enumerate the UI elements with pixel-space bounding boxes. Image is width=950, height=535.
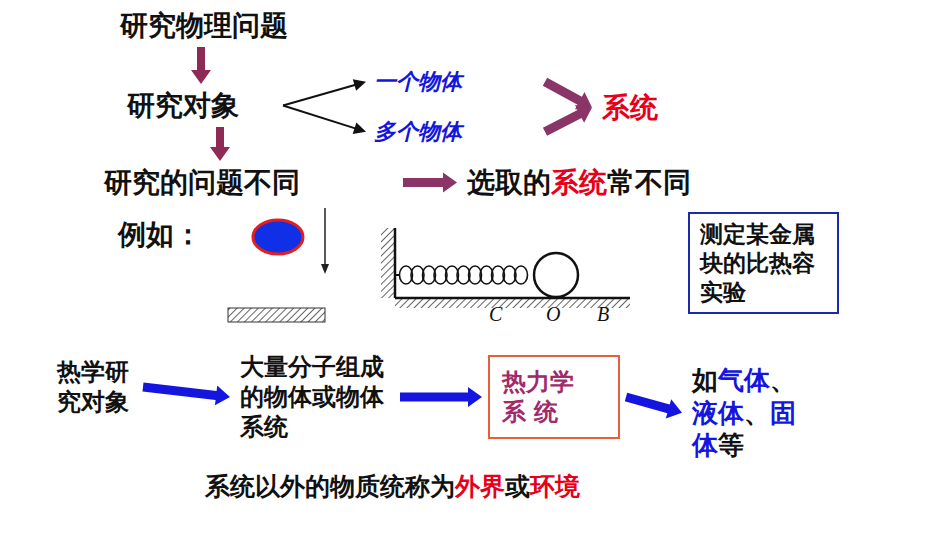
spring-end <box>395 274 400 276</box>
node-text: 研究的问题不同 <box>104 166 300 199</box>
fall-arrowhead <box>321 264 329 274</box>
example-label: 例如： <box>118 216 202 254</box>
text-node: 如气体、液体、固体等 <box>688 362 824 464</box>
node-text: 选取的 <box>467 166 551 199</box>
text-node: 选取的系统常不同 <box>463 163 695 202</box>
text-wrap: 大量分子组成的物体或物体系统 <box>240 352 390 442</box>
text-node: 系统 <box>598 88 662 127</box>
arrow-connector <box>403 173 457 193</box>
arrowhead <box>353 122 366 133</box>
note-text: 外界 <box>455 472 505 501</box>
point-label: C <box>489 303 502 326</box>
wall <box>394 228 397 298</box>
node-text: 热学研究对象 <box>57 358 129 416</box>
oscillator-ball <box>534 253 578 297</box>
text-wrap: 系统 <box>602 90 658 125</box>
text-node: 研究物理问题 <box>116 6 292 45</box>
node-text: 气体 <box>718 365 770 395</box>
text-node: 一个物体 <box>370 66 466 98</box>
node-text: 系统 <box>551 166 607 199</box>
arrow-connector <box>191 47 211 84</box>
arrow-connector <box>210 127 230 161</box>
node-text: 、 <box>770 365 796 395</box>
coil-winding <box>515 266 528 284</box>
arrow-connector <box>143 383 231 406</box>
node-text: 测定某金属块的比热容实验 <box>700 221 815 305</box>
node-text: 一个物体 <box>374 69 462 94</box>
text-wrap: 热学研究对象 <box>57 357 133 417</box>
spring <box>395 266 528 284</box>
arrow-connector <box>283 106 366 134</box>
arrow-connector <box>543 78 592 110</box>
node-text: 等 <box>718 430 744 460</box>
node-text: 、 <box>744 398 770 428</box>
floor <box>395 297 630 300</box>
text-wrap: 研究对象 <box>127 88 239 123</box>
text-wrap: 选取的系统常不同 <box>467 165 691 200</box>
text-node: 热学研究对象 <box>53 355 137 419</box>
note-text: 环境 <box>530 472 580 501</box>
text-node: 研究对象 <box>123 86 243 125</box>
falling-ball <box>253 220 303 254</box>
node-text: 热力学 系 统 <box>502 368 574 426</box>
node-text: 系统 <box>602 91 658 124</box>
node-text: 多个物体 <box>374 119 462 144</box>
arrowhead <box>353 79 366 91</box>
text-node: 大量分子组成的物体或物体系统 <box>236 350 394 444</box>
node-text: 研究对象 <box>127 89 239 122</box>
connector-line <box>283 84 358 106</box>
node-text: 大量分子组成的物体或物体系统 <box>240 353 384 441</box>
fall-direction <box>324 208 326 268</box>
text-wrap: 测定某金属块的比热容实验 <box>700 220 825 306</box>
wall-hatch <box>381 228 395 298</box>
node-text: 常不同 <box>607 166 691 199</box>
text-wrap: 研究的问题不同 <box>104 165 300 200</box>
arrow-connector <box>543 105 592 136</box>
note-text: 或 <box>505 472 530 501</box>
arrow-connector <box>283 79 366 105</box>
ground-plate <box>228 308 325 322</box>
point-label: O <box>546 303 560 326</box>
note-text: 系统以外的物质统称为 <box>205 472 455 501</box>
text-wrap: 多个物体 <box>374 118 462 146</box>
text-node: 研究的问题不同 <box>100 163 304 202</box>
connector-line <box>283 106 358 130</box>
point-label: B <box>597 303 609 326</box>
text-box: 测定某金属块的比热容实验 <box>688 212 839 314</box>
floor-hatch <box>395 298 630 308</box>
node-text: 液体 <box>692 398 744 428</box>
text-wrap: 研究物理问题 <box>120 8 288 43</box>
text-node: 多个物体 <box>370 116 466 148</box>
arrow-connector <box>625 393 682 419</box>
note-line: 系统以外的物质统称为外界或环境 <box>205 470 580 503</box>
text-wrap: 如气体、液体、固体等 <box>692 364 820 462</box>
text-wrap: 热力学 系 统 <box>502 367 590 427</box>
node-text: 如 <box>692 365 718 395</box>
arrow-connector <box>400 387 482 407</box>
text-box: 热力学 系 统 <box>488 355 620 439</box>
node-text: 研究物理问题 <box>120 9 288 42</box>
text-wrap: 一个物体 <box>374 68 462 96</box>
